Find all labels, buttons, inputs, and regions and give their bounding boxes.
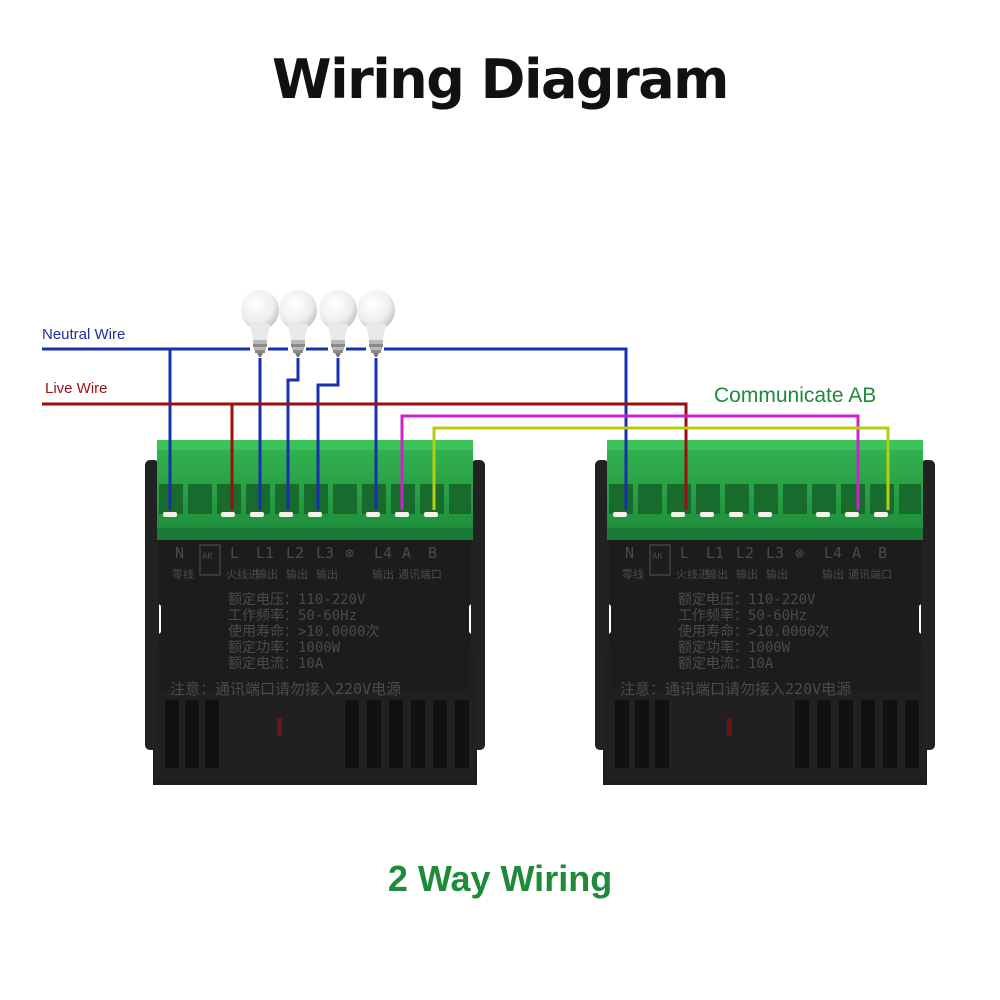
terminal-label-lamp: ⊗: [795, 544, 804, 562]
light-bulb-icon: [357, 290, 395, 357]
terminal-label-l3: L3: [766, 544, 784, 562]
spec-voltage: 额定电压：110-220V: [228, 592, 366, 608]
module-badge: AK: [652, 552, 663, 562]
label-out1-cn: 输出: [706, 567, 728, 581]
module-left-print: N AK L L1 L2 L3 ⊗ L4 A B 零线 火线进 输出 输出 输出…: [170, 544, 442, 698]
terminal-label-n: N: [625, 544, 634, 562]
terminal-label-l4: L4: [374, 544, 392, 562]
label-out2-cn: 输出: [736, 567, 758, 581]
terminal-label-a: A: [852, 544, 861, 562]
terminal-label-a: A: [402, 544, 411, 562]
terminal-label-l3: L3: [316, 544, 334, 562]
warning-text: 注意：通讯端口请勿接入220V电源: [170, 680, 401, 698]
terminal-label-l: L: [680, 544, 689, 562]
terminal-label-lamp: ⊗: [345, 544, 354, 562]
spec-frequency: 工作频率：50-60Hz: [678, 607, 807, 624]
module-badge: AK: [202, 552, 213, 562]
spec-current: 额定电流：10A: [228, 656, 324, 672]
spec-power: 额定功率：1000W: [678, 639, 791, 656]
warning-text: 注意：通讯端口请勿接入220V电源: [620, 680, 851, 698]
communicate-ab-label: Communicate AB: [714, 384, 877, 407]
terminal-label-b: B: [428, 544, 437, 562]
module-right-print: N AK L L1 L2 L3 ⊗ L4 A B 零线 火线进 输出 输出 输出…: [620, 544, 892, 698]
label-neutral-cn: 零线: [622, 567, 644, 581]
label-comm-port-cn: 通讯端口: [398, 568, 442, 581]
terminal-label-l: L: [230, 544, 239, 562]
page-title: Wiring Diagram: [272, 48, 729, 111]
label-live-in-cn: 火线进: [226, 567, 259, 581]
terminal-label-l1: L1: [256, 544, 274, 562]
communication-b-wire: [432, 426, 890, 510]
diagram-subtitle: 2 Way Wiring: [387, 858, 613, 899]
label-out4-cn: 输出: [372, 567, 394, 581]
label-neutral-cn: 零线: [172, 567, 194, 581]
communication-a-wire: [400, 414, 860, 510]
spec-power: 额定功率：1000W: [228, 639, 341, 656]
terminal-label-l1: L1: [706, 544, 724, 562]
light-bulb-icon: [279, 290, 317, 357]
terminal-label-n: N: [175, 544, 184, 562]
label-comm-port-cn: 通讯端口: [848, 568, 892, 581]
live-wire: [42, 402, 688, 510]
spec-lifespan: 使用寿命：>10.0000次: [228, 623, 379, 640]
label-live-in-cn: 火线进: [676, 567, 709, 581]
label-out3-cn: 输出: [316, 567, 338, 581]
live-wire-label: Live Wire: [45, 380, 108, 397]
label-out2-cn: 输出: [286, 567, 308, 581]
spec-current: 额定电流：10A: [678, 656, 774, 672]
spec-voltage: 额定电压：110-220V: [678, 592, 816, 608]
terminal-label-l4: L4: [824, 544, 842, 562]
light-bulb-icon: [241, 290, 279, 357]
neutral-wire-label: Neutral Wire: [42, 326, 126, 343]
terminal-label-l2: L2: [736, 544, 754, 562]
spec-frequency: 工作频率：50-60Hz: [228, 607, 357, 624]
light-bulb-icon: [319, 290, 357, 357]
label-out1-cn: 输出: [256, 567, 278, 581]
terminal-label-b: B: [878, 544, 887, 562]
label-out3-cn: 输出: [766, 567, 788, 581]
spec-lifespan: 使用寿命：>10.0000次: [678, 623, 829, 640]
terminal-label-l2: L2: [286, 544, 304, 562]
label-out4-cn: 输出: [822, 567, 844, 581]
neutral-wire: [42, 347, 628, 510]
